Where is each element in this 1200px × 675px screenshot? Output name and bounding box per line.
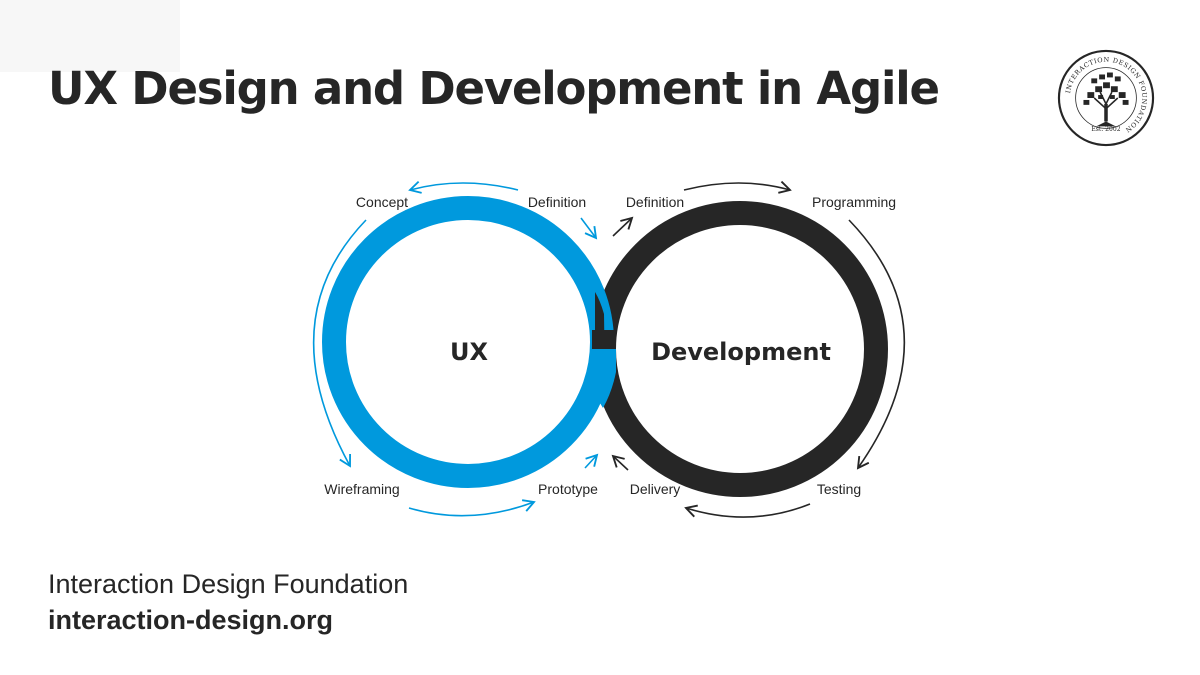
- footer-organization: Interaction Design Foundation: [48, 569, 409, 599]
- stage-label-ux-definition: Definition: [528, 194, 586, 210]
- arrow-ux-definition-to-concept: [408, 180, 519, 194]
- idf-logo: INTERACTION DESIGN FOUNDATION Est. 2002: [1057, 49, 1155, 147]
- arrow-ux-wireframing-to-prototype: [408, 499, 536, 517]
- stage-label-dev-definition: Definition: [626, 194, 684, 210]
- arrow-dev-programming-to-testing: [848, 219, 906, 470]
- arrow-dev-definition-to-programming: [683, 180, 792, 194]
- ux-label: UX: [450, 338, 488, 366]
- corner-shade: [0, 0, 180, 72]
- page-title: UX Design and Development in Agile: [48, 62, 940, 115]
- arrow-ux-concept-to-wireframing: [312, 219, 367, 468]
- stage-label-prototype: Prototype: [538, 481, 598, 497]
- junction-lower: [592, 349, 616, 408]
- arrow-ux-prototype-to-dev: [584, 453, 599, 469]
- development-label: Development: [651, 338, 831, 366]
- stage-label-delivery: Delivery: [630, 481, 681, 497]
- stage-label-testing: Testing: [817, 481, 861, 497]
- stage-label-wireframing: Wireframing: [324, 481, 399, 497]
- tree-icon: [1083, 72, 1129, 127]
- arrow-dev-into-definition: [612, 216, 634, 237]
- stage-label-concept: Concept: [356, 194, 408, 210]
- arrow-ux-into-definition: [580, 217, 598, 240]
- arrow-dev-testing-to-delivery: [684, 503, 811, 518]
- stage-label-programming: Programming: [812, 194, 896, 210]
- footer: Interaction Design Foundation interactio…: [48, 566, 408, 638]
- footer-url[interactable]: interaction-design.org: [48, 605, 334, 635]
- junction-dark-block: [592, 330, 616, 349]
- logo-established: Est. 2002: [1091, 126, 1120, 133]
- arrow-dev-delivery-to-ux: [611, 454, 629, 471]
